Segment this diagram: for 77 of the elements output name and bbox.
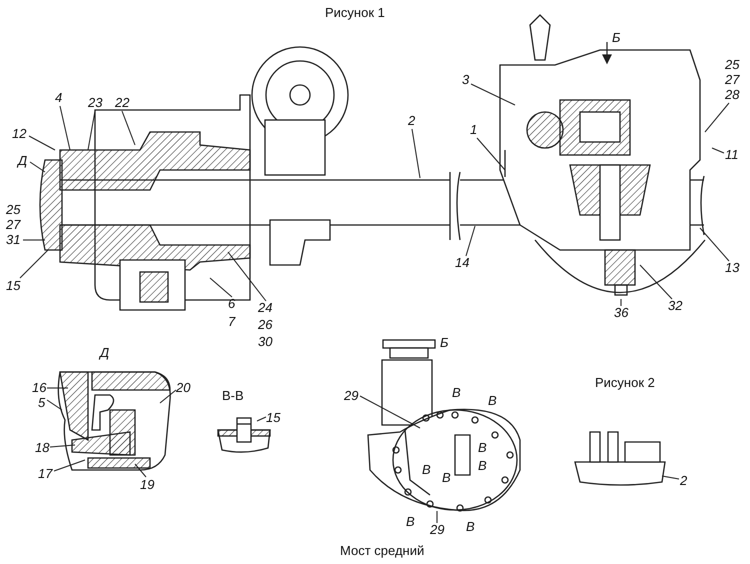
leader-line <box>60 106 70 150</box>
callout-number: 1 <box>470 122 478 137</box>
callout-number: 3 <box>462 72 470 87</box>
leader-line <box>122 110 136 146</box>
callout-number: 29 <box>344 388 358 403</box>
leader-line <box>160 390 176 404</box>
leader-line <box>30 162 46 172</box>
leader-line <box>50 444 76 448</box>
callout-number: Д <box>18 153 28 168</box>
callout-number: 2 <box>680 473 688 488</box>
section-mark: В <box>442 470 451 485</box>
callout-number: 15 <box>6 278 20 293</box>
callout-number: 11 <box>725 147 738 162</box>
leader-line <box>228 252 266 302</box>
callout-number: 23 <box>88 95 102 110</box>
callout-number: 27 <box>6 217 20 232</box>
callout-number: 19 <box>140 477 154 492</box>
section-mark: В <box>406 514 415 529</box>
callout-number: 16 <box>32 380 46 395</box>
view-letter: Б <box>612 30 620 45</box>
view-letter: Б <box>440 335 448 350</box>
leader-line <box>134 464 146 478</box>
callout-number: 5 <box>38 395 46 410</box>
callout-number: 27 <box>725 72 740 87</box>
section-mark: В <box>466 519 475 534</box>
caption: Мост средний <box>340 543 424 558</box>
callout-number: 7 <box>228 314 236 329</box>
callout-number: 14 <box>455 255 470 270</box>
section-mark: В <box>478 440 487 455</box>
callout-number: 30 <box>258 334 272 349</box>
callout-number: 20 <box>176 380 190 395</box>
leader-line <box>700 228 730 262</box>
view-letter: Д <box>100 345 110 360</box>
leader-line <box>412 128 420 178</box>
section-title: В-В <box>222 388 244 403</box>
section-mark: В <box>488 393 497 408</box>
callout-number: 18 <box>35 440 50 455</box>
leader-line <box>470 84 516 106</box>
callout-number: 31 <box>6 232 20 247</box>
leader-line <box>88 110 96 150</box>
figure-title: Рисунок 1 <box>325 5 385 20</box>
callout-number: 28 <box>725 87 740 102</box>
callout-number: 4 <box>55 90 62 105</box>
leader-line <box>620 298 622 306</box>
leader-line <box>704 102 730 132</box>
callout-number: 15 <box>266 410 280 425</box>
housing-view-drawing <box>367 339 521 512</box>
leader-line <box>712 148 724 154</box>
callout-number: 22 <box>115 95 130 110</box>
callout-number: 6 <box>228 296 236 311</box>
leader-line <box>476 138 506 170</box>
leader-line <box>436 510 438 524</box>
section-mark: В <box>422 462 431 477</box>
callout-number: 17 <box>38 466 52 481</box>
leader-line <box>256 416 266 422</box>
figure-title: Рисунок 2 <box>595 375 655 390</box>
callout-number: 32 <box>668 298 682 313</box>
callout-number: 29 <box>430 522 444 537</box>
section-mark: В <box>478 458 487 473</box>
leader-line <box>20 250 48 278</box>
leader-line <box>28 136 56 150</box>
leader-line <box>466 226 476 256</box>
leader-line <box>640 264 672 300</box>
leader-line <box>46 400 62 410</box>
leader-line <box>662 476 680 480</box>
section-mark: В <box>452 385 461 400</box>
callout-number: 36 <box>614 305 628 320</box>
callout-number: 24 <box>258 300 272 315</box>
callout-number: 13 <box>725 260 740 275</box>
leader-line <box>210 278 232 298</box>
callout-number: 25 <box>725 57 740 72</box>
callout-number: 2 <box>408 113 416 128</box>
callout-number: 25 <box>6 202 20 217</box>
leader-line <box>360 396 420 428</box>
callout-number: 26 <box>258 317 272 332</box>
callout-number: 12 <box>12 126 26 141</box>
leader-line <box>54 460 86 472</box>
